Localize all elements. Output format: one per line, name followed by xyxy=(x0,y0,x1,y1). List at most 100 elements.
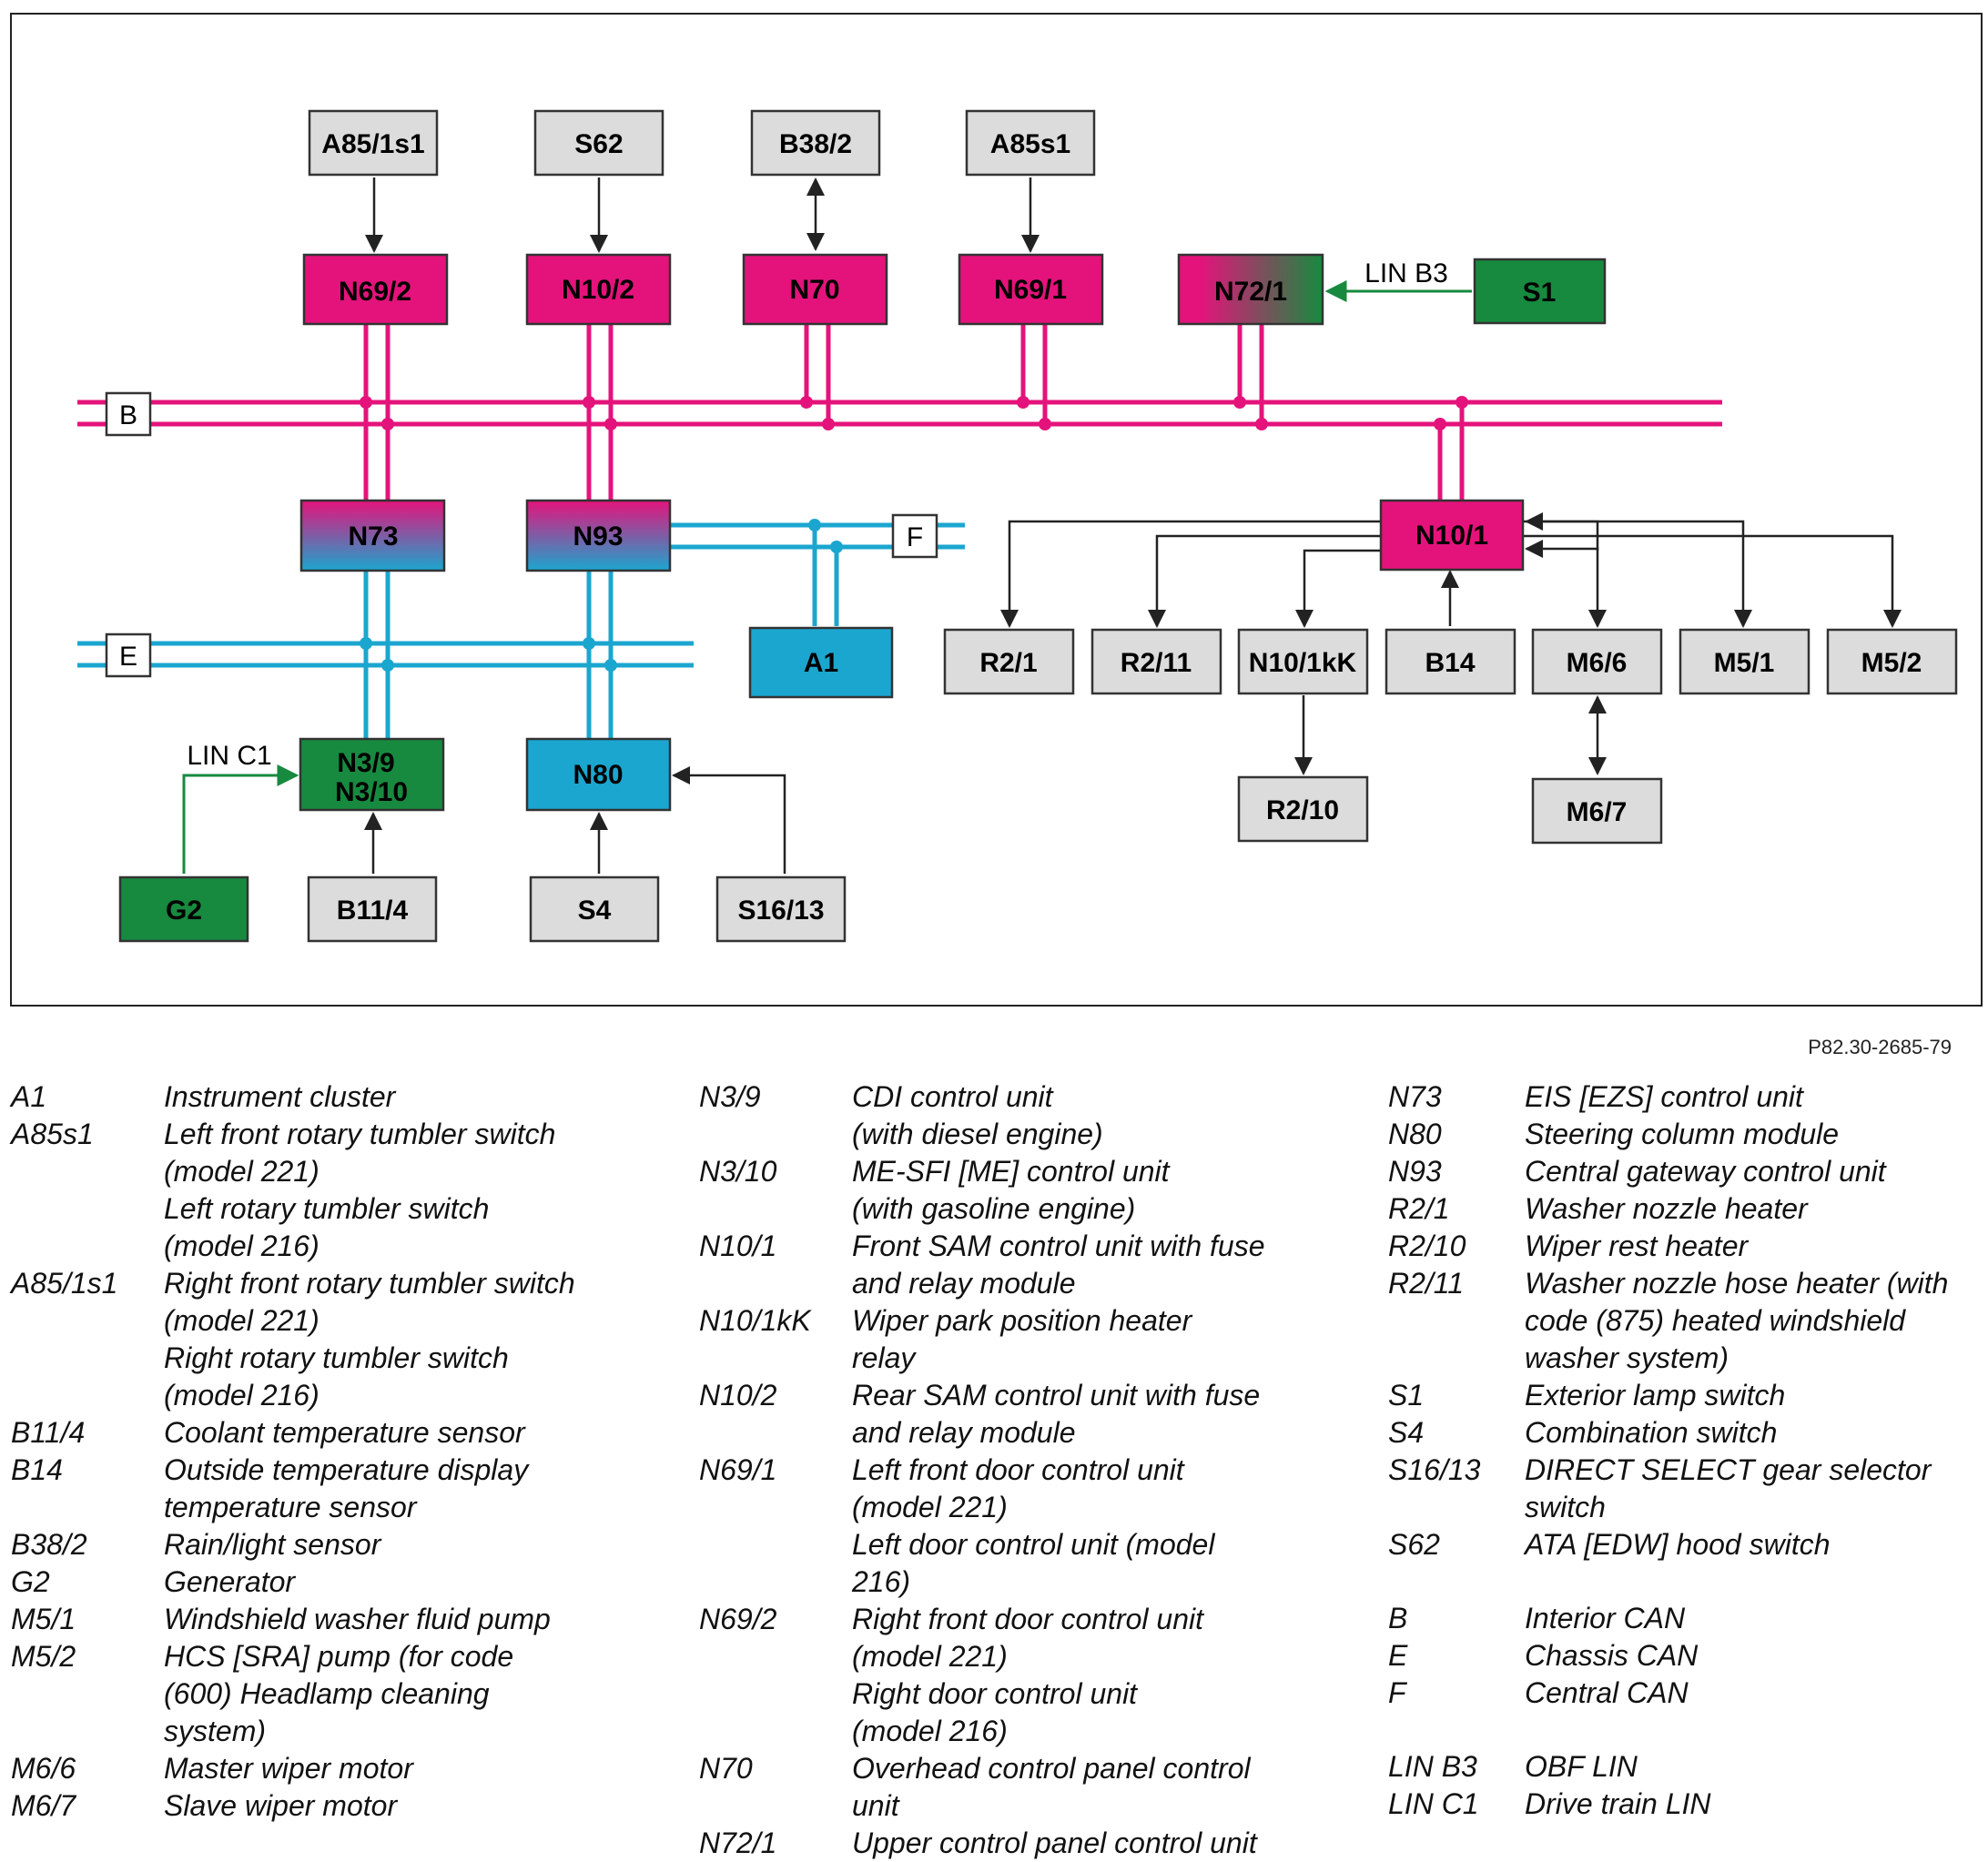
legend-description-line: Wiper rest heater xyxy=(1525,1230,1749,1262)
bus-f-label-text: F xyxy=(907,522,923,552)
box-N69/1-label: N69/1 xyxy=(994,275,1067,305)
legend-description: Master wiper motor xyxy=(164,1750,648,1787)
box-S62-label: S62 xyxy=(574,129,623,159)
legend-description-line: (model 216) xyxy=(164,1230,320,1262)
legend-code: N10/1 xyxy=(699,1230,777,1262)
legend-description-line: Right front rotary tumbler switch xyxy=(164,1267,575,1300)
lin-c1-label: LIN C1 xyxy=(187,741,271,771)
box-N10/1kK-label: N10/1kK xyxy=(1249,648,1357,678)
legend-description-line: unit xyxy=(852,1789,899,1822)
box-M5/1-label: M5/1 xyxy=(1714,648,1775,678)
legend-description: Rain/light sensor xyxy=(164,1526,648,1563)
legend-description-line: CDI control unit xyxy=(852,1080,1053,1113)
bus-b-lines xyxy=(77,324,1722,501)
lin-b3-label: LIN B3 xyxy=(1364,258,1448,288)
legend-description-line: Central gateway control unit xyxy=(1525,1155,1886,1188)
legend-description: Central gateway control unit xyxy=(1525,1153,1980,1190)
legend-description-line: Overhead control panel control xyxy=(852,1752,1251,1785)
legend-code: N93 xyxy=(1388,1155,1442,1188)
legend-code: S16/13 xyxy=(1388,1453,1481,1486)
legend-entry: N73 EIS [EZS] control unit xyxy=(1388,1078,1980,1116)
legend-code: N69/2 xyxy=(699,1603,777,1635)
legend-description-line: Master wiper motor xyxy=(164,1752,413,1785)
legend-description-line: (with diesel engine) xyxy=(852,1118,1103,1150)
legend-description: Right front door control unit(model 221)… xyxy=(852,1601,1336,1750)
legend-description: Drive train LIN xyxy=(1525,1786,1980,1823)
legend-description-line: and relay module xyxy=(852,1267,1076,1300)
box-N3/9-N3/10: N3/9 N3/10 xyxy=(299,737,445,812)
box-N72/1: N72/1 xyxy=(1177,253,1324,326)
box-S16/13-label: S16/13 xyxy=(737,896,824,926)
box-N69/2: N69/2 xyxy=(302,253,449,326)
box-N10/1-label: N10/1 xyxy=(1415,521,1488,551)
box-R2/10-label: R2/10 xyxy=(1266,795,1339,825)
legend-code: R2/10 xyxy=(1388,1230,1466,1262)
legend-code: N73 xyxy=(1388,1080,1442,1113)
legend-code: N70 xyxy=(699,1752,753,1785)
legend-description-line: Upper control panel control unit xyxy=(852,1827,1257,1859)
legend-description-line: ME-SFI [ME] control unit xyxy=(852,1155,1170,1188)
legend-description: Right front rotary tumbler switch(model … xyxy=(164,1265,648,1414)
legend-description: CDI control unit (with diesel engine) xyxy=(852,1078,1336,1153)
legend-description: Interior CAN xyxy=(1525,1600,1980,1637)
legend-description-line: EIS [EZS] control unit xyxy=(1525,1080,1803,1113)
legend-code: N10/1kK xyxy=(699,1304,811,1337)
box-B14-label: B14 xyxy=(1425,648,1475,678)
legend-description: Chassis CAN xyxy=(1525,1637,1980,1675)
box-B14: B14 xyxy=(1384,628,1516,695)
legend-code: E xyxy=(1388,1639,1408,1672)
box-M5/2: M5/2 xyxy=(1826,628,1958,695)
box-N73: N73 xyxy=(299,499,446,572)
box-N93: N93 xyxy=(525,499,672,572)
legend-code: M5/2 xyxy=(11,1640,76,1673)
box-A1: A1 xyxy=(748,626,894,699)
legend-code: N3/9 xyxy=(699,1080,761,1113)
legend-description-line: 216) xyxy=(852,1565,911,1598)
legend-description: Coolant temperature sensor xyxy=(164,1414,648,1452)
legend-code: R2/11 xyxy=(1388,1267,1465,1300)
legend-entry: N69/2 Right front door control unit(model… xyxy=(699,1601,1336,1750)
box-N72/1-label: N72/1 xyxy=(1214,277,1287,307)
legend-entry: A85/1s1 Right front rotary tumbler switch… xyxy=(11,1265,648,1414)
legend-description-line: Exterior lamp switch xyxy=(1525,1379,1786,1412)
legend-code: LIN B3 xyxy=(1388,1750,1477,1783)
legend-description-line: Left rotary tumbler switch xyxy=(164,1192,490,1225)
legend-description: Generator xyxy=(164,1563,648,1601)
box-M6/7: M6/7 xyxy=(1531,777,1663,845)
box-S4-label: S4 xyxy=(578,896,612,926)
box-N69/1: N69/1 xyxy=(958,253,1104,326)
legend-description-line: Interior CAN xyxy=(1525,1602,1686,1634)
box-A85s1-label: A85s1 xyxy=(990,129,1070,159)
bus-f-label: F xyxy=(891,513,938,559)
box-A85s1: A85s1 xyxy=(965,109,1096,177)
legend-description-line: Washer nozzle heater xyxy=(1525,1192,1808,1225)
box-S16/13: S16/13 xyxy=(715,875,847,943)
legend-code: A85/1s1 xyxy=(11,1267,118,1300)
legend-code: N80 xyxy=(1388,1118,1442,1150)
legend-description-line: Generator xyxy=(164,1565,296,1598)
legend-code: N69/1 xyxy=(699,1453,777,1486)
box-R2/10: R2/10 xyxy=(1237,775,1369,843)
box-B38/2-label: B38/2 xyxy=(779,129,852,159)
box-N69/2-label: N69/2 xyxy=(339,277,411,307)
legend-code: F xyxy=(1388,1676,1406,1709)
bus-e-nodes xyxy=(360,637,617,672)
